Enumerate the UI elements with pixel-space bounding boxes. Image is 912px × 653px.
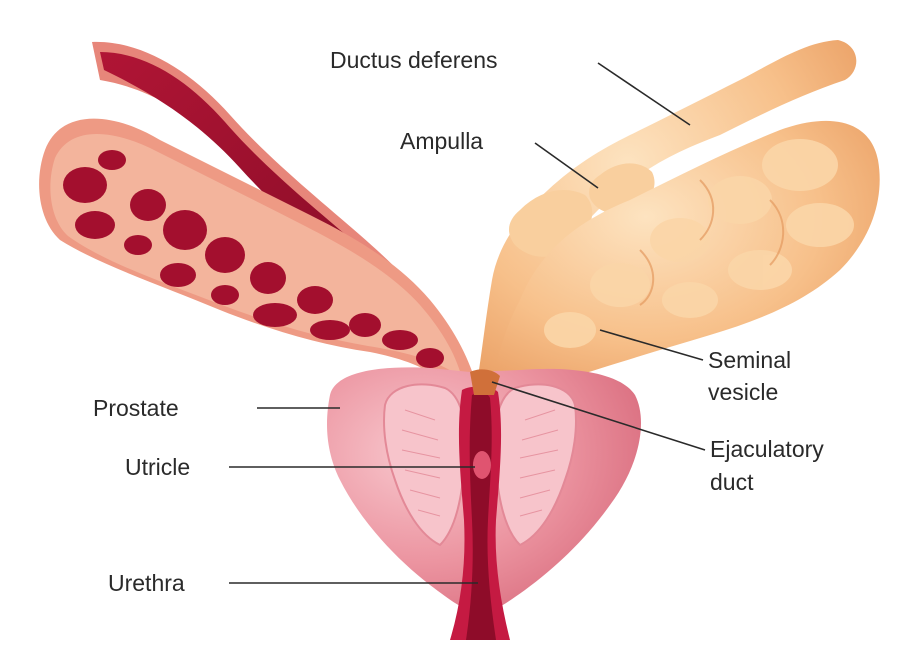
- label-seminal-vesicle-line2: vesicle: [708, 379, 778, 405]
- label-prostate: Prostate: [93, 395, 179, 421]
- utricle-opening: [473, 451, 491, 479]
- label-utricle: Utricle: [125, 454, 190, 480]
- label-ampulla: Ampulla: [400, 128, 483, 154]
- label-ductus-deferens: Ductus deferens: [330, 47, 497, 73]
- leader-ductus-deferens: [598, 63, 690, 125]
- label-urethra: Urethra: [108, 570, 185, 596]
- label-ejaculatory-duct-line1: Ejaculatory: [710, 436, 824, 462]
- label-seminal-vesicle-line1: Seminal: [708, 347, 791, 373]
- label-ejaculatory-duct-line2: duct: [710, 469, 754, 495]
